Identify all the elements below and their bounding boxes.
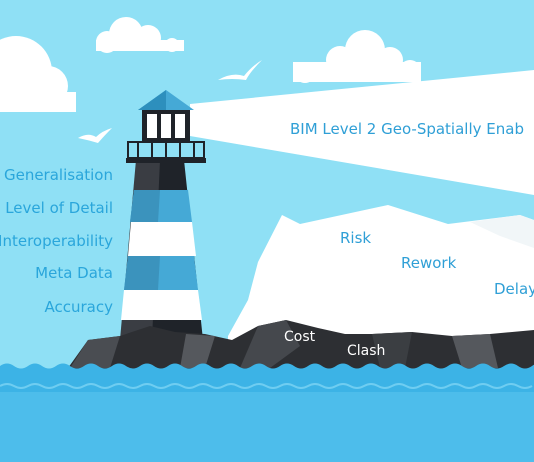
tower-white-band (121, 290, 202, 320)
left-label-generalisation: Generalisation (3, 166, 113, 184)
iceberg-label-delay: Delay (494, 280, 534, 298)
cloud (0, 36, 76, 112)
left-label-level-of-detail: Level of Detail (5, 199, 113, 217)
tower-white-band (128, 222, 196, 256)
seagull (218, 60, 262, 80)
cloud (96, 17, 184, 53)
seagull (78, 128, 112, 143)
left-label-meta-data: Meta Data (35, 264, 113, 282)
lighthouse (120, 90, 206, 340)
sea (0, 363, 534, 462)
rock-label-clash: Clash (347, 343, 386, 359)
clouds (0, 17, 421, 112)
left-label-interoperability: Interoperability (0, 232, 113, 250)
light-beam (190, 70, 534, 195)
iceberg-label-risk: Risk (340, 229, 372, 247)
rocks (68, 320, 534, 370)
iceberg-shade (470, 215, 534, 248)
iceberg-label-rework: Rework (401, 254, 457, 272)
iceberg (228, 205, 534, 340)
left-label-accuracy: Accuracy (44, 298, 113, 316)
cloud (293, 30, 421, 83)
rock-label-cost: Cost (284, 329, 316, 345)
beam-label: BIM Level 2 Geo-Spatially Enab (290, 120, 524, 138)
